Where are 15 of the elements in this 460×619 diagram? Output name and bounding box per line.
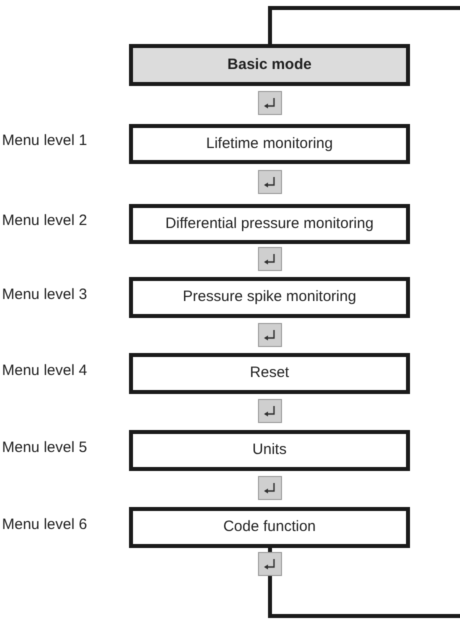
menu-level-label: Menu level 1	[2, 131, 88, 151]
mode-box: Basic mode	[129, 44, 410, 86]
menu-level-label: Menu level 6	[2, 514, 88, 534]
menu-level-label: Menu level 2	[2, 211, 88, 231]
menu-level-label: Menu level 4	[2, 360, 88, 380]
menu-box: Pressure spike monitoring	[129, 277, 410, 318]
menu-box: Code function	[129, 507, 410, 548]
menu-level-label: Menu level 5	[2, 438, 88, 458]
menu-box: Units	[129, 430, 410, 471]
menu-box: Differential pressure monitoring	[129, 204, 410, 244]
connector-line	[268, 548, 460, 618]
menu-box: Lifetime monitoring	[129, 124, 410, 164]
menu-level-label: Menu level 3	[2, 284, 88, 304]
menu-box: Reset	[129, 353, 410, 394]
connector-line	[268, 6, 460, 44]
